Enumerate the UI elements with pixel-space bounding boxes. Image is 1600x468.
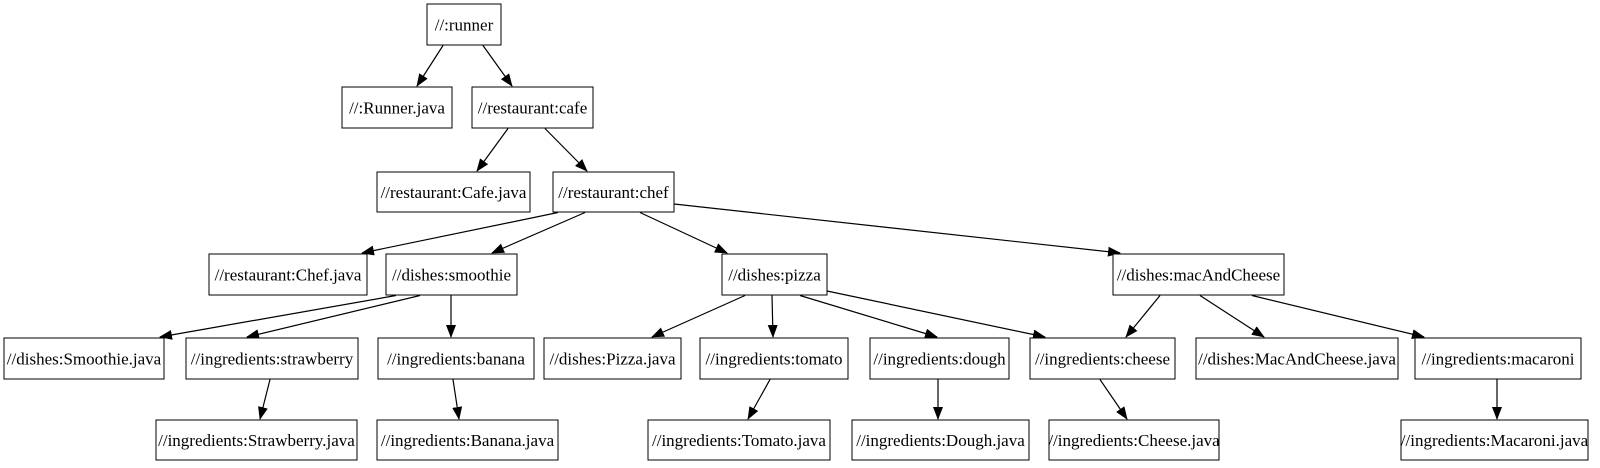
graph-node-cafe: //restaurant:cafe — [471, 86, 594, 129]
graph-node-box-pizza-java — [543, 337, 682, 380]
graph-node-label-banana: //ingredients:banana — [387, 349, 525, 368]
graph-node-label-runner-java: //:Runner.java — [349, 98, 445, 117]
graph-node-box-cheese — [1029, 337, 1176, 380]
graph-node-label-dough-java: //ingredients:Dough.java — [856, 431, 1025, 450]
graph-node-box-banana — [377, 337, 535, 380]
graph-node-runner-java: //:Runner.java — [341, 86, 453, 129]
graph-node-label-chef: //restaurant:chef — [558, 183, 669, 202]
graph-edge-smoothie-to-strawberry — [246, 294, 421, 340]
graph-node-pizza-java: //dishes:Pizza.java — [543, 337, 682, 380]
graph-node-box-mac-and-cheese-java — [1195, 337, 1399, 380]
graph-edge-tomato-to-tomato-java — [747, 379, 771, 420]
graph-node-label-dough: //ingredients:dough — [873, 349, 1006, 368]
graph-node-label-macaroni: //ingredients:macaroni — [1422, 349, 1575, 368]
graph-edge-mac-and-cheese-to-mac-and-cheese-java — [1199, 294, 1265, 338]
graph-edge-smoothie-to-smoothie-java — [159, 294, 397, 340]
graph-node-box-cheese-java — [1048, 419, 1220, 461]
graph-node-banana-java: //ingredients:Banana.java — [376, 419, 559, 461]
graph-node-label-smoothie-java: //dishes:Smoothie.java — [7, 349, 162, 368]
graph-node-cafe-java: //restaurant:Cafe.java — [376, 171, 531, 213]
graph-node-runner: //:runner — [426, 3, 502, 46]
graph-node-label-tomato-java: //ingredients:Tomato.java — [652, 431, 826, 450]
graph-node-label-macaroni-java: //ingredients:Macaroni.java — [1401, 431, 1589, 450]
graph-node-box-cafe — [471, 86, 594, 129]
graph-edge-strawberry-to-strawberry-java — [258, 379, 271, 420]
graph-node-label-pizza: //dishes:pizza — [728, 265, 821, 284]
graph-node-tomato: //ingredients:tomato — [699, 337, 849, 380]
graph-node-label-cheese-java: //ingredients:Cheese.java — [1048, 431, 1220, 450]
graph-node-box-runner — [426, 3, 502, 46]
graph-edge-mac-and-cheese-to-cheese — [1125, 295, 1161, 338]
graph-node-box-macaroni — [1414, 337, 1582, 380]
graph-edge-runner-to-cafe — [482, 45, 513, 87]
graph-edge-banana-to-banana-java — [452, 379, 463, 420]
graph-node-label-chef-java: //restaurant:Chef.java — [215, 265, 362, 284]
graph-node-label-strawberry: //ingredients:strawberry — [191, 349, 354, 368]
graph-edge-chef-to-smoothie — [491, 211, 586, 254]
graph-node-box-macaroni-java — [1400, 419, 1589, 461]
graph-node-cheese-java: //ingredients:Cheese.java — [1048, 419, 1220, 461]
graph-edge-pizza-to-cheese — [826, 290, 1046, 340]
graph-node-cheese: //ingredients:cheese — [1029, 337, 1176, 380]
graph-node-box-strawberry — [185, 337, 359, 380]
graph-node-box-chef — [552, 171, 675, 213]
graph-node-label-mac-and-cheese: //dishes:macAndCheese — [1117, 265, 1280, 284]
graph-node-label-pizza-java: //dishes:Pizza.java — [549, 349, 676, 368]
graph-node-banana: //ingredients:banana — [377, 337, 535, 380]
graph-node-macaroni: //ingredients:macaroni — [1414, 337, 1582, 380]
graph-node-label-smoothie: //dishes:smoothie — [392, 265, 511, 284]
graph-node-box-tomato-java — [647, 419, 831, 461]
graph-edge-chef-to-mac-and-cheese — [673, 203, 1121, 257]
graph-node-chef: //restaurant:chef — [552, 171, 675, 213]
graph-nodes-layer: //:runner //:Runner.java //restaurant:cafe… — [3, 3, 1589, 461]
graph-node-box-smoothie-java — [3, 337, 165, 380]
graph-node-label-banana-java: //ingredients:Banana.java — [381, 431, 555, 450]
graph-node-mac-and-cheese-java: //dishes:MacAndCheese.java — [1195, 337, 1399, 380]
graph-node-label-cafe-java: //restaurant:Cafe.java — [381, 183, 527, 202]
graph-node-box-banana-java — [376, 419, 559, 461]
graph-node-label-tomato: //ingredients:tomato — [706, 349, 843, 368]
graph-node-label-cheese: //ingredients:cheese — [1035, 349, 1170, 368]
graph-node-box-smoothie — [385, 253, 518, 296]
graph-node-chef-java: //restaurant:Chef.java — [208, 253, 368, 296]
graph-node-box-runner-java — [341, 86, 453, 129]
graph-edge-cheese-to-cheese-java — [1099, 379, 1128, 420]
graph-node-label-runner: //:runner — [435, 15, 494, 34]
graph-node-box-pizza — [721, 253, 828, 296]
graph-node-tomato-java: //ingredients:Tomato.java — [647, 419, 831, 461]
graph-edge-pizza-to-pizza-java — [651, 294, 746, 338]
graph-node-mac-and-cheese: //dishes:macAndCheese — [1112, 253, 1285, 296]
graph-edges-layer — [159, 45, 1502, 420]
graph-edge-cafe-to-cafe-java — [476, 128, 509, 172]
graph-node-box-strawberry-java — [155, 419, 358, 461]
graph-node-label-mac-and-cheese-java: //dishes:MacAndCheese.java — [1198, 349, 1396, 368]
graph-edge-pizza-to-tomato — [767, 295, 778, 338]
graph-edge-mac-and-cheese-to-macaroni — [1251, 294, 1425, 340]
graph-node-label-strawberry-java: //ingredients:Strawberry.java — [158, 431, 355, 450]
graph-node-strawberry-java: //ingredients:Strawberry.java — [155, 419, 358, 461]
graph-edge-chef-to-chef-java — [361, 211, 559, 256]
graph-edge-cafe-to-chef — [544, 128, 588, 172]
graph-node-label-cafe: //restaurant:cafe — [478, 98, 588, 117]
graph-node-box-dough-java — [851, 419, 1030, 461]
graph-node-smoothie: //dishes:smoothie — [385, 253, 518, 296]
graph-node-smoothie-java: //dishes:Smoothie.java — [3, 337, 165, 380]
graph-edge-chef-to-pizza — [639, 211, 728, 254]
graph-edge-runner-to-runner-java — [416, 45, 444, 87]
graph-node-pizza: //dishes:pizza — [721, 253, 828, 296]
graph-node-box-chef-java — [208, 253, 368, 296]
graph-edge-pizza-to-dough — [799, 294, 938, 339]
graph-node-macaroni-java: //ingredients:Macaroni.java — [1400, 419, 1589, 461]
graph-node-dough: //ingredients:dough — [869, 337, 1010, 380]
graph-node-box-dough — [869, 337, 1010, 380]
graph-node-dough-java: //ingredients:Dough.java — [851, 419, 1030, 461]
graph-node-box-tomato — [699, 337, 849, 380]
graph-node-strawberry: //ingredients:strawberry — [185, 337, 359, 380]
graph-node-box-cafe-java — [376, 171, 531, 213]
graph-node-box-mac-and-cheese — [1112, 253, 1285, 296]
